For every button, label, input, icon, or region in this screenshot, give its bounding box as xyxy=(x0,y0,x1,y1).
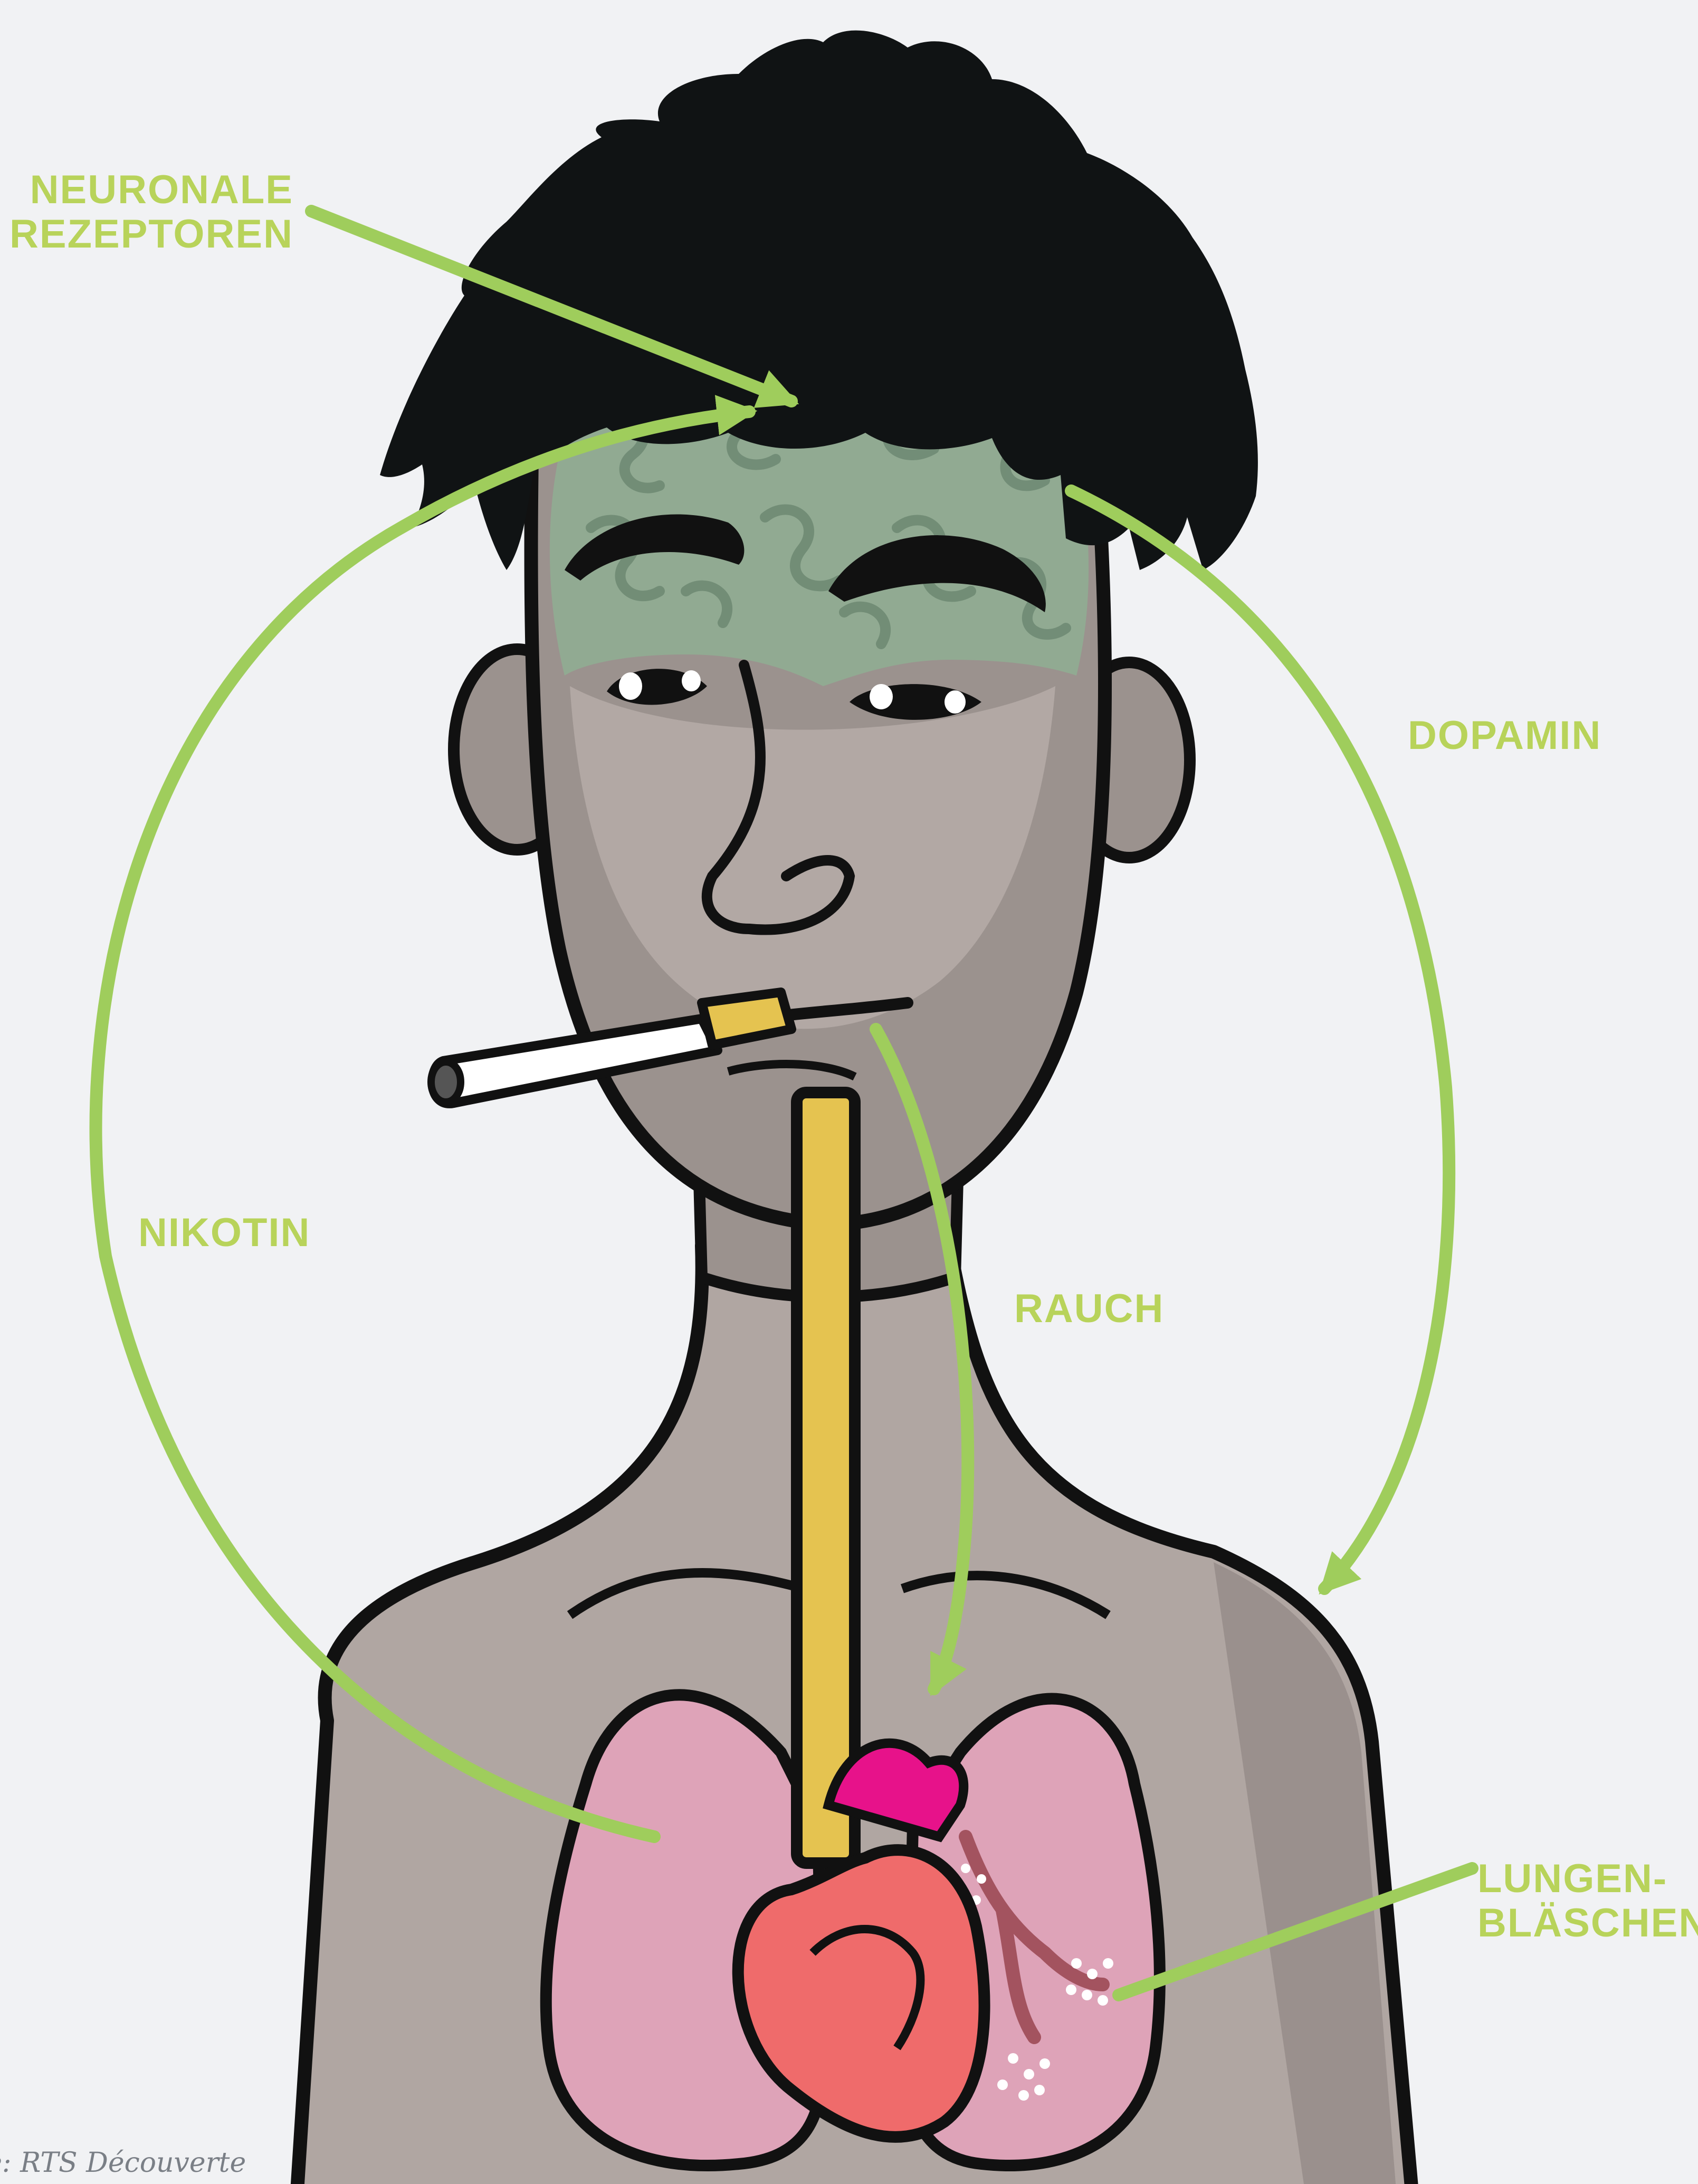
windpipe xyxy=(797,1093,855,1863)
label-neuronal-receptors: NEURONALE REZEPTOREN xyxy=(9,168,293,257)
label-smoke: RAUCH xyxy=(1014,1287,1164,1331)
label-nicotine: NIKOTIN xyxy=(138,1211,310,1255)
source-credit: lle: RTS Découverte xyxy=(0,2147,246,2179)
label-dopamine: DOPAMIN xyxy=(1408,714,1601,758)
label-neuronal-receptors-line2: REZEPTOREN xyxy=(9,212,293,257)
arrow-dopamine xyxy=(1071,491,1449,1589)
label-alveoli: LUNGEN- BLÄSCHEN xyxy=(1477,1857,1698,1945)
label-neuronal-receptors-line1: NEURONALE xyxy=(9,168,293,212)
label-alveoli-line1: LUNGEN- xyxy=(1477,1857,1698,1901)
label-alveoli-line2: BLÄSCHEN xyxy=(1477,1901,1698,1945)
